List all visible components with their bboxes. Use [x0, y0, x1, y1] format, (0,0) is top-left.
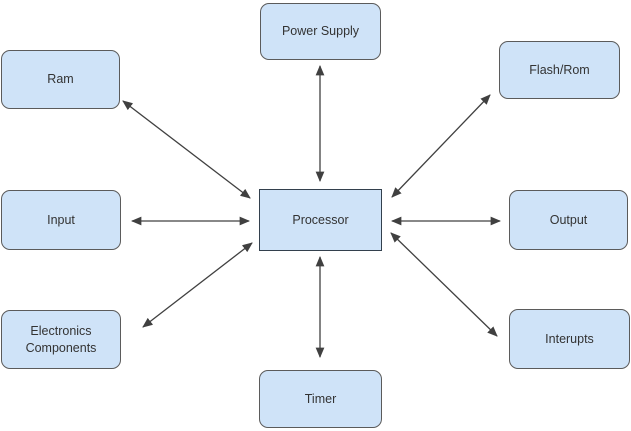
- node-interupts-label: Interupts: [545, 331, 594, 346]
- node-flash-rom[interactable]: Flash/Rom: [499, 41, 620, 99]
- node-interupts[interactable]: Interupts: [509, 309, 630, 369]
- node-power-supply-label: Power Supply: [281, 24, 360, 39]
- edge-processor-ram[interactable]: [122, 100, 251, 199]
- node-ram[interactable]: Ram: [1, 50, 120, 109]
- node-processor[interactable]: Processor: [259, 189, 382, 251]
- edge-processor-electronics-components[interactable]: [142, 242, 253, 328]
- node-flash-rom-label: Flash/Rom: [529, 62, 590, 77]
- node-electronics-components[interactable]: Electronics Components: [1, 310, 121, 369]
- node-timer[interactable]: Timer: [259, 370, 382, 428]
- node-timer-label: Timer: [304, 391, 337, 406]
- node-electronics-components-label: Electronics Components: [25, 324, 97, 355]
- node-input-label: Input: [47, 212, 75, 227]
- edge-processor-flash-rom[interactable]: [391, 94, 491, 198]
- node-processor-label: Processor: [292, 212, 349, 227]
- node-power-supply[interactable]: Power Supply: [260, 3, 381, 60]
- node-output-label: Output: [549, 212, 588, 227]
- node-ram-label: Ram: [47, 72, 74, 87]
- node-input[interactable]: Input: [1, 190, 121, 250]
- node-output[interactable]: Output: [509, 190, 628, 250]
- edge-processor-interupts[interactable]: [390, 232, 498, 337]
